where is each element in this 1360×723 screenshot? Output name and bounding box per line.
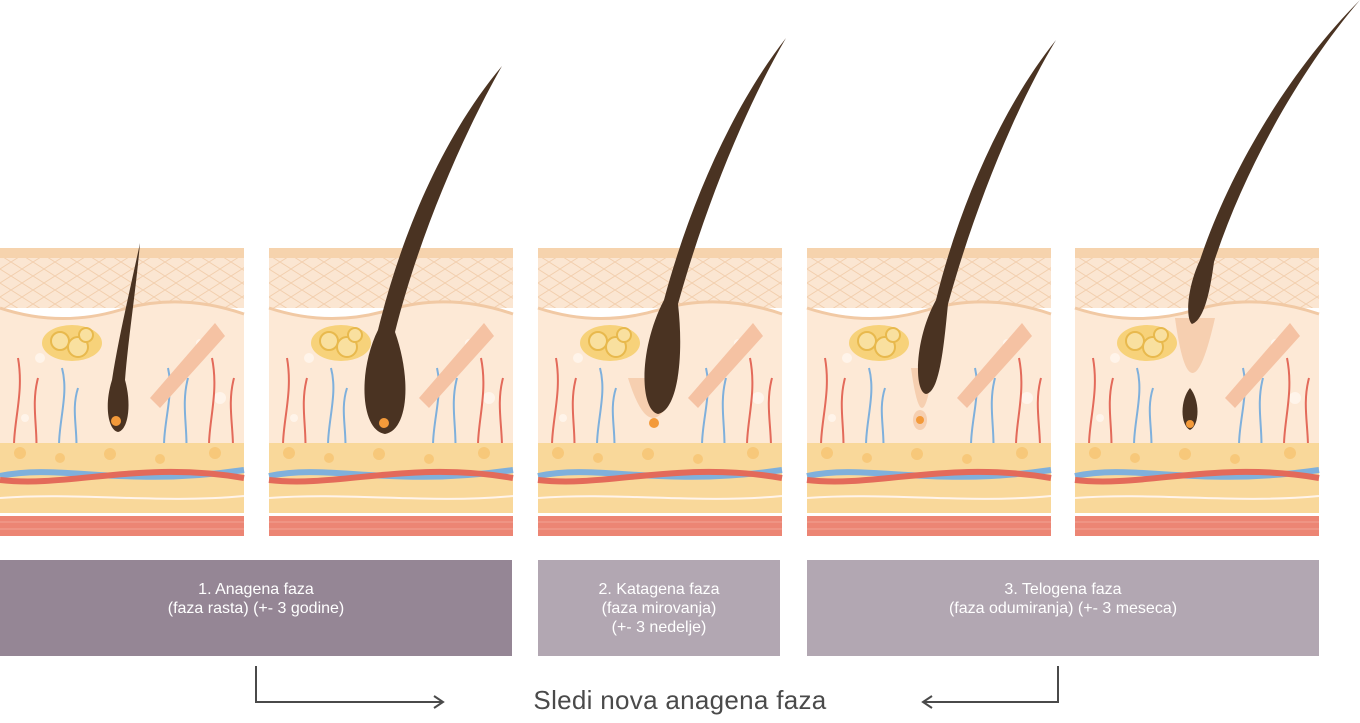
hair-3 bbox=[644, 38, 786, 414]
phase-box-telogen: 3. Telogena faza (faza odumiranja) (+- 3… bbox=[807, 560, 1319, 656]
phase-title: 3. Telogena faza bbox=[1004, 581, 1122, 598]
arrow-left bbox=[921, 666, 1059, 709]
phase-box-catagen: 2. Katagena faza (faza mirovanja) (+- 3 … bbox=[538, 560, 780, 656]
phase-detail: (faza rasta) (+- 3 godine) bbox=[167, 600, 345, 617]
skin-panel-1 bbox=[0, 248, 244, 536]
skin-panel-2 bbox=[269, 248, 513, 536]
hair-5 bbox=[1188, 0, 1360, 324]
phase-detail: (faza odumiranja) (+- 3 meseca) bbox=[948, 600, 1178, 617]
hair-1 bbox=[107, 243, 140, 432]
next-phase-caption: Sledi nova anagena faza bbox=[533, 685, 827, 715]
hair-2 bbox=[364, 66, 502, 434]
phase-detail: (faza mirovanja) bbox=[601, 600, 717, 617]
phase-box-anagen: 1. Anagena faza (faza rasta) (+- 3 godin… bbox=[0, 560, 512, 656]
skin-panel-5 bbox=[1075, 248, 1319, 536]
new-hair-bud bbox=[1182, 388, 1198, 430]
hair-4 bbox=[917, 40, 1056, 394]
phase-title: 2. Katagena faza bbox=[598, 581, 720, 598]
phase-title: 1. Anagena faza bbox=[198, 581, 314, 598]
phase-detail: (+- 3 nedelje) bbox=[611, 619, 707, 636]
arrow-right bbox=[255, 666, 445, 709]
